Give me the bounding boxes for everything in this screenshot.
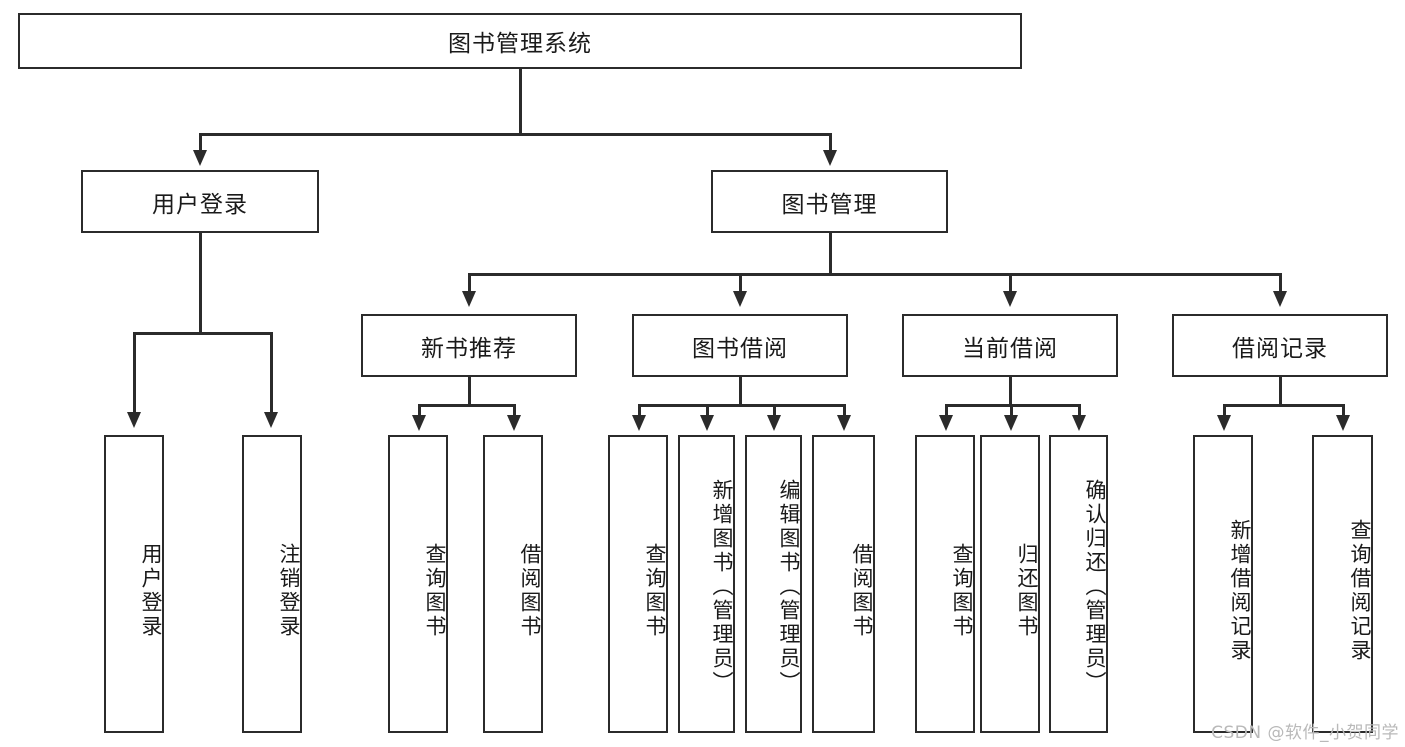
arrow-book-manage-to-new-book-rec: [462, 291, 476, 307]
leaf-label: 借阅图书: [518, 543, 542, 639]
connector-user-login-drop-2: [270, 332, 273, 416]
leaf-label: 编辑图书（管理员）: [777, 479, 801, 695]
connector-new-book-rec-drop-2: [513, 404, 516, 418]
connector-book-manage-drop-1: [468, 273, 471, 295]
node-leaf-borrow-book-2[interactable]: 借阅图书: [812, 435, 875, 733]
leaf-label: 新增借阅记录: [1228, 519, 1252, 663]
leaf-label: 注销登录: [277, 543, 301, 639]
arrow-root-to-book-manage: [823, 150, 837, 166]
leaf-label: 查询图书: [950, 543, 974, 639]
connector-book-borrow-drop-3: [773, 404, 776, 418]
arrow-new-book-rec-to-leaf-2: [507, 415, 521, 431]
connector-root-bus: [199, 133, 832, 136]
connector-current-borrow-stem: [1009, 377, 1012, 406]
node-current-borrow[interactable]: 当前借阅: [902, 314, 1118, 377]
connector-current-borrow-drop-2: [1010, 404, 1013, 418]
node-user-login[interactable]: 用户登录: [81, 170, 319, 233]
node-borrow-record[interactable]: 借阅记录: [1172, 314, 1388, 377]
connector-borrow-record-bus: [1223, 404, 1342, 407]
connector-user-login-drop-1: [133, 332, 136, 416]
node-root-system[interactable]: 图书管理系统: [18, 13, 1022, 69]
leaf-label: 借阅图书: [850, 543, 874, 639]
connector-borrow-record-drop-2: [1342, 404, 1345, 418]
node-leaf-query-book-1[interactable]: 查询图书: [388, 435, 448, 733]
connector-book-manage-drop-2: [739, 273, 742, 295]
csdn-watermark: CSDN @软件_小贺同学: [1211, 723, 1399, 743]
node-leaf-borrow-book-1[interactable]: 借阅图书: [483, 435, 543, 733]
leaf-label: 用户登录: [139, 543, 163, 639]
arrow-root-to-user-login: [193, 150, 207, 166]
leaf-label: 查询图书: [423, 543, 447, 639]
arrow-borrow-record-to-leaf-2: [1336, 415, 1350, 431]
connector-root-stem: [519, 69, 522, 134]
node-leaf-query-record[interactable]: 查询借阅记录: [1312, 435, 1373, 733]
arrow-current-borrow-to-leaf-2: [1004, 415, 1018, 431]
connector-book-borrow-drop-2: [706, 404, 709, 418]
node-new-book-rec[interactable]: 新书推荐: [361, 314, 577, 377]
arrow-book-manage-to-borrow-record: [1273, 291, 1287, 307]
node-leaf-edit-book[interactable]: 编辑图书（管理员）: [745, 435, 802, 733]
connector-user-login-stem: [199, 233, 202, 334]
connector-current-borrow-drop-3: [1078, 404, 1081, 418]
connector-book-manage-drop-4: [1279, 273, 1282, 295]
leaf-label: 归还图书: [1015, 543, 1039, 639]
connector-new-book-rec-stem: [468, 377, 471, 406]
arrow-book-manage-to-current-borrow: [1003, 291, 1017, 307]
node-leaf-add-book[interactable]: 新增图书（管理员）: [678, 435, 735, 733]
connector-borrow-record-drop-1: [1223, 404, 1226, 418]
connector-root-to-book-manage: [829, 133, 832, 155]
node-leaf-query-book-3[interactable]: 查询图书: [915, 435, 975, 733]
connector-book-manage-bus: [468, 273, 1280, 276]
connector-book-borrow-stem: [739, 377, 742, 406]
arrow-user-login-to-leaf-2: [264, 412, 278, 428]
node-leaf-query-book-2[interactable]: 查询图书: [608, 435, 668, 733]
arrow-book-borrow-to-leaf-1: [632, 415, 646, 431]
node-book-manage[interactable]: 图书管理: [711, 170, 948, 233]
node-book-borrow[interactable]: 图书借阅: [632, 314, 848, 377]
connector-book-borrow-bus: [638, 404, 843, 407]
leaf-label: 确认归还（管理员）: [1083, 479, 1107, 695]
arrow-current-borrow-to-leaf-1: [939, 415, 953, 431]
leaf-label: 查询图书: [643, 543, 667, 639]
connector-root-to-user-login: [199, 133, 202, 155]
connector-new-book-rec-bus: [418, 404, 513, 407]
connector-book-manage-drop-3: [1009, 273, 1012, 295]
leaf-label: 查询借阅记录: [1348, 519, 1372, 663]
arrow-new-book-rec-to-leaf-1: [412, 415, 426, 431]
node-leaf-confirm-return[interactable]: 确认归还（管理员）: [1049, 435, 1108, 733]
connector-book-borrow-drop-1: [638, 404, 641, 418]
arrow-current-borrow-to-leaf-3: [1072, 415, 1086, 431]
connector-current-borrow-drop-1: [945, 404, 948, 418]
connector-user-login-bus: [133, 332, 272, 335]
leaf-label: 新增图书（管理员）: [710, 479, 734, 695]
arrow-book-manage-to-book-borrow: [733, 291, 747, 307]
node-leaf-user-login[interactable]: 用户登录: [104, 435, 164, 733]
connector-borrow-record-stem: [1279, 377, 1282, 406]
connector-new-book-rec-drop-1: [418, 404, 421, 418]
node-leaf-user-logout[interactable]: 注销登录: [242, 435, 302, 733]
connector-book-manage-stem: [829, 233, 832, 275]
arrow-user-login-to-leaf-1: [127, 412, 141, 428]
arrow-borrow-record-to-leaf-1: [1217, 415, 1231, 431]
node-leaf-return-book[interactable]: 归还图书: [980, 435, 1040, 733]
arrow-book-borrow-to-leaf-3: [767, 415, 781, 431]
node-leaf-add-record[interactable]: 新增借阅记录: [1193, 435, 1253, 733]
arrow-book-borrow-to-leaf-4: [837, 415, 851, 431]
connector-book-borrow-drop-4: [843, 404, 846, 418]
arrow-book-borrow-to-leaf-2: [700, 415, 714, 431]
